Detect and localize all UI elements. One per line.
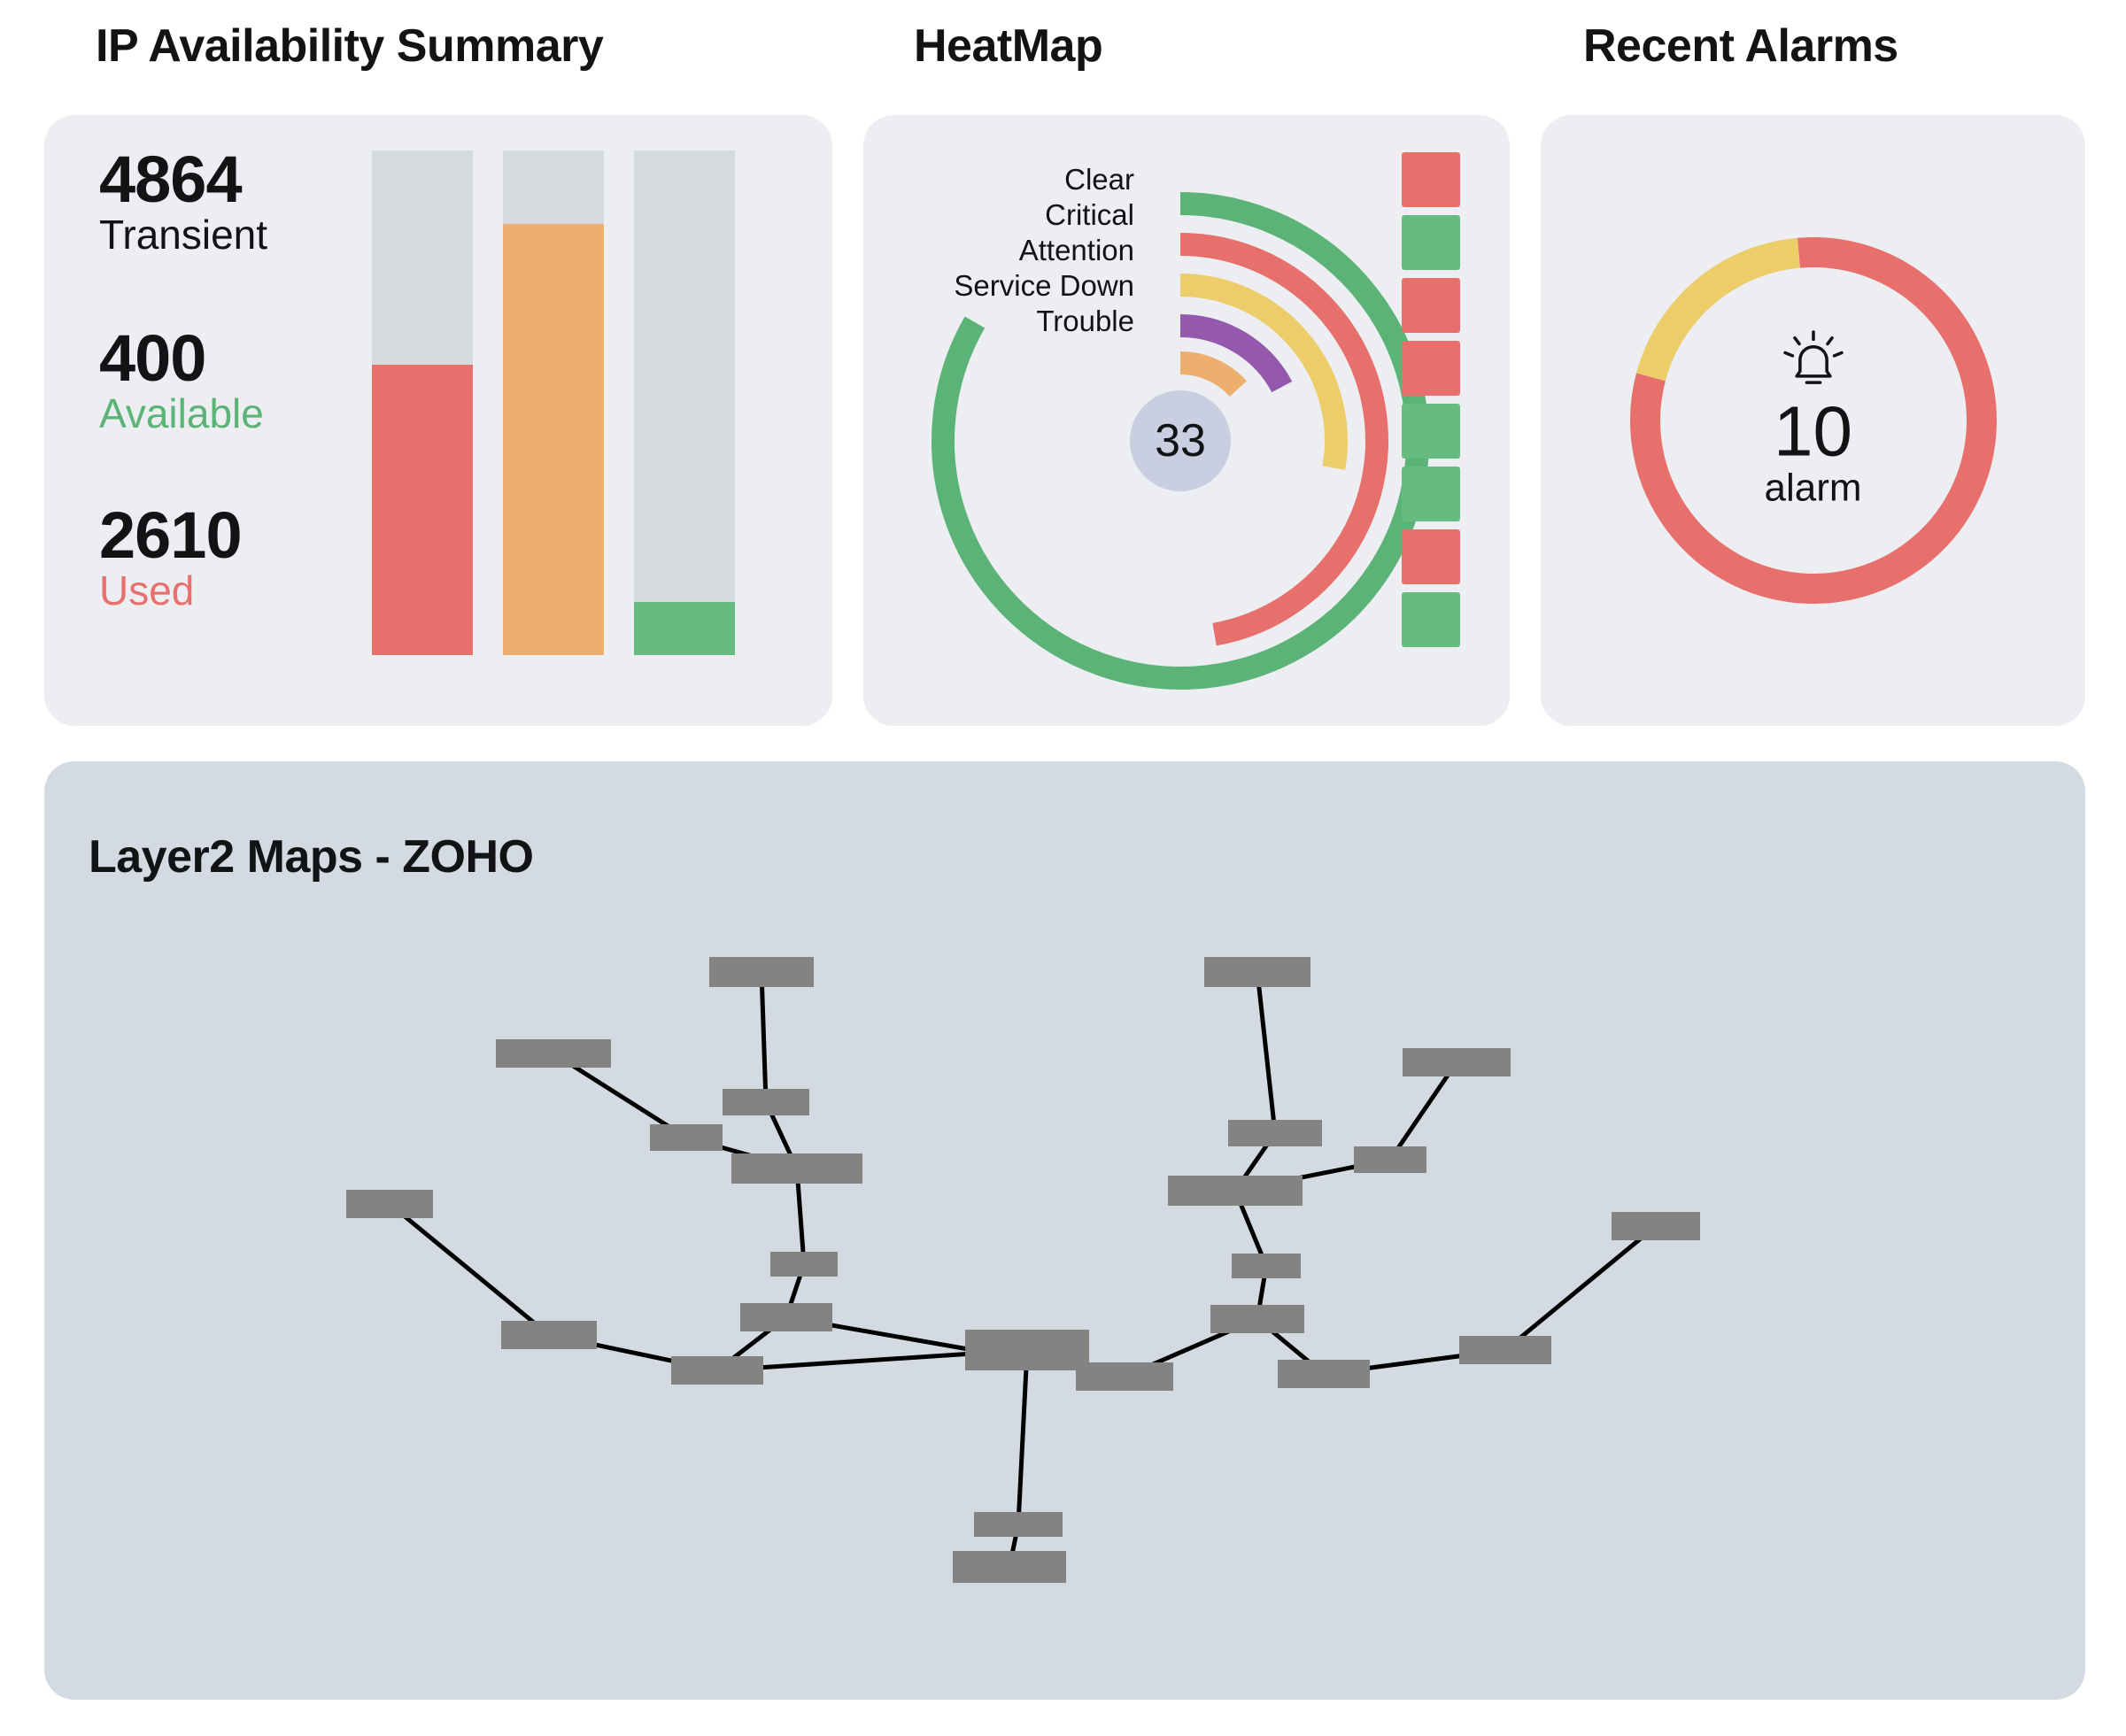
topology-node[interactable] [1278, 1360, 1370, 1388]
topology-node[interactable] [1228, 1120, 1322, 1146]
topology-link [1016, 1349, 1030, 1525]
legend-item-service-down: Service Down [954, 269, 1134, 302]
topology-node[interactable] [1076, 1362, 1173, 1391]
heatmap-arc-trouble[interactable] [1179, 351, 1248, 397]
topology-link [1504, 1224, 1658, 1352]
alarm-bell-icon [1782, 330, 1844, 384]
topology-link [388, 1202, 551, 1337]
alarm-donut-svg [1629, 237, 1997, 604]
stat-used-label: Used [99, 567, 195, 614]
status-square[interactable] [1402, 404, 1460, 459]
topology-node[interactable] [974, 1512, 1063, 1537]
layer2-maps-card: Layer2 Maps - ZOHO [44, 761, 2085, 1700]
topology-node[interactable] [671, 1356, 763, 1385]
network-topology-diagram[interactable] [44, 761, 2085, 1700]
heatmap-title: HeatMap [914, 20, 1103, 72]
heatmap-center-value: 33 [1130, 390, 1231, 491]
topology-node[interactable] [1612, 1212, 1700, 1240]
legend-item-clear: Clear [1064, 163, 1134, 196]
stat-used: 2610 Used [99, 498, 243, 615]
heatmap-arc-attention[interactable] [1179, 274, 1348, 470]
layer2-maps-title: Layer2 Maps - ZOHO [89, 831, 534, 883]
stat-transient-label: Transient [99, 212, 268, 258]
topology-node[interactable] [1210, 1305, 1304, 1333]
legend-item-attention: Attention [1018, 234, 1134, 266]
topology-link [1388, 1061, 1459, 1161]
alarm-center-stack: 10 alarm [1619, 329, 2008, 513]
status-square[interactable] [1402, 278, 1460, 333]
bar-fill-used [372, 365, 473, 655]
ip-bar-chart [372, 150, 788, 655]
heatmap-arc-clear[interactable] [932, 192, 1429, 690]
heatmap-radial-arcs [932, 192, 1429, 690]
topology-link [759, 971, 769, 1103]
alarm-count-value: 10 [1774, 391, 1852, 471]
status-square[interactable] [1402, 341, 1460, 396]
recent-alarms-title: Recent Alarms [1583, 20, 1898, 72]
stat-available: 400 Available [99, 321, 264, 438]
bar-track-used[interactable] [372, 150, 473, 655]
topology-node[interactable] [709, 957, 814, 987]
topology-node[interactable] [1204, 957, 1310, 987]
topology-node[interactable] [1168, 1176, 1303, 1206]
topology-node[interactable] [496, 1039, 611, 1068]
topology-node[interactable] [953, 1551, 1066, 1583]
alarm-slice-critical[interactable] [1629, 237, 1997, 604]
status-square[interactable] [1402, 215, 1460, 270]
stat-available-value: 400 [99, 321, 206, 395]
alarm-slice-attention[interactable] [1635, 237, 1800, 382]
topology-node[interactable] [723, 1089, 809, 1115]
status-square[interactable] [1402, 467, 1460, 521]
alarm-donut-chart[interactable]: 10 alarm [1619, 226, 2008, 615]
stat-transient-value: 4864 [99, 143, 243, 216]
topology-node[interactable] [650, 1124, 723, 1151]
topology-node[interactable] [740, 1303, 832, 1331]
stat-used-value: 2610 [99, 498, 243, 572]
alarm-count-unit: alarm [1764, 466, 1862, 510]
topology-link [1255, 971, 1278, 1134]
topology-node[interactable] [770, 1252, 838, 1277]
topology-node[interactable] [1459, 1336, 1551, 1364]
topology-node[interactable] [731, 1153, 862, 1184]
bar-track-available[interactable] [634, 150, 735, 655]
ip-availability-title: IP Availability Summary [96, 20, 604, 72]
legend-item-trouble: Trouble [1036, 305, 1134, 337]
topology-node[interactable] [501, 1321, 597, 1349]
topology-node[interactable] [1354, 1146, 1426, 1173]
topology-node[interactable] [1403, 1048, 1511, 1076]
heatmap-card: Clear Critical Attention Service Down Tr… [863, 115, 1510, 726]
heatmap-arc-service-down[interactable] [1179, 314, 1293, 393]
bar-fill-available [634, 602, 735, 655]
bar-fill-transient [503, 223, 604, 655]
topology-node[interactable] [1232, 1254, 1301, 1278]
legend-item-critical: Critical [1045, 198, 1134, 231]
stat-available-label: Available [99, 390, 264, 437]
status-square[interactable] [1402, 592, 1460, 647]
recent-alarms-card: 10 alarm [1541, 115, 2085, 726]
topology-link [794, 1168, 807, 1265]
heatmap-arc-critical[interactable] [1179, 233, 1388, 646]
status-square[interactable] [1402, 529, 1460, 584]
ip-availability-card: 4864 Transient 400 Available 2610 Used [44, 115, 832, 726]
status-square[interactable] [1402, 152, 1460, 207]
bar-track-transient[interactable] [503, 150, 604, 655]
heatmap-legend: Clear Critical Attention Service Down Tr… [877, 162, 1134, 339]
topology-node[interactable] [346, 1190, 433, 1218]
heatmap-status-tiles [1402, 152, 1460, 647]
stat-transient: 4864 Transient [99, 143, 268, 259]
topology-node[interactable] [965, 1330, 1089, 1370]
